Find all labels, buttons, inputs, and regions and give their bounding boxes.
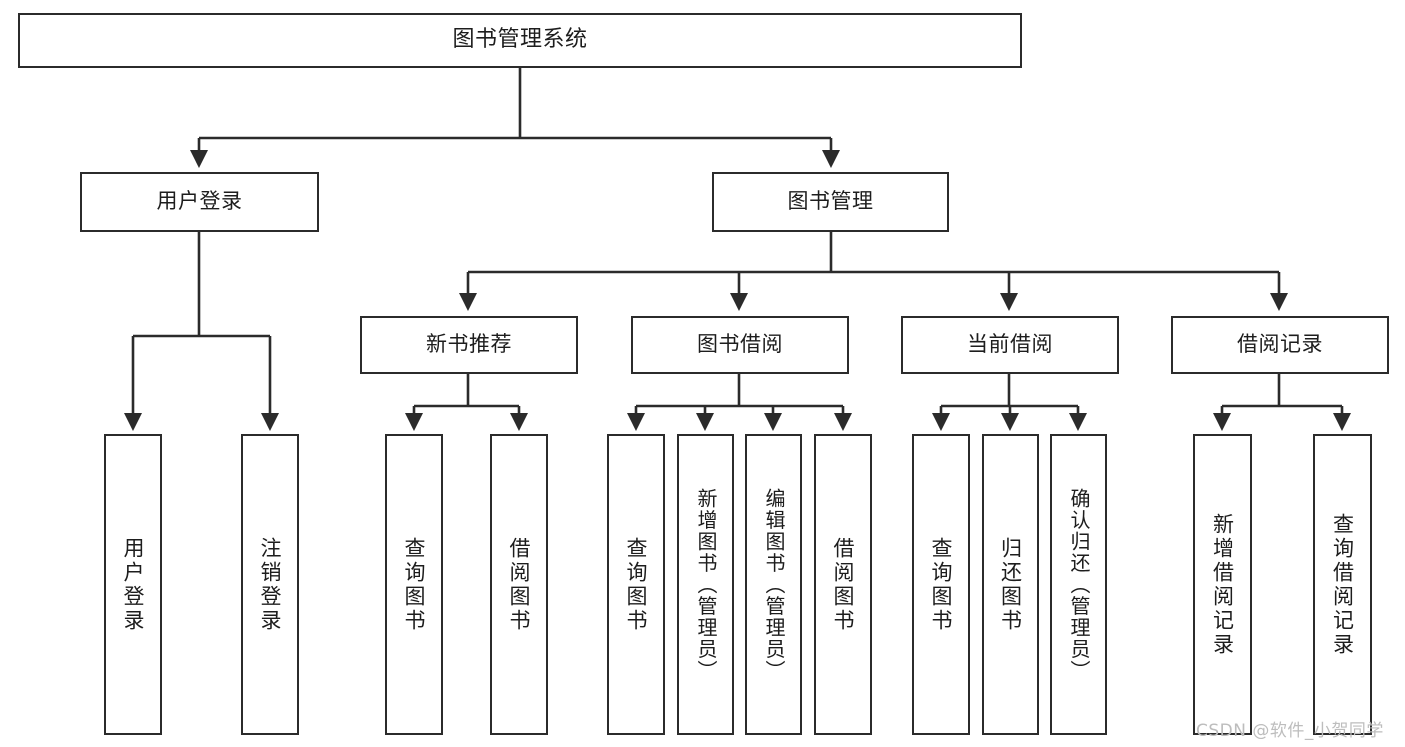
- node-label: 新书推荐: [426, 332, 512, 357]
- leaf-borrow-book[interactable]: 借阅图书: [814, 434, 872, 735]
- node-book-management[interactable]: 图书管理: [712, 172, 949, 232]
- node-label: 图书借阅: [697, 332, 783, 357]
- node-label: 查询借阅记录: [1330, 512, 1355, 657]
- node-label: 借阅图书: [831, 536, 856, 633]
- csdn-watermark: CSDN @软件_小贺同学: [1196, 721, 1384, 741]
- node-label: 图书管理: [787, 189, 874, 214]
- node-label: 用户登录: [156, 189, 243, 214]
- node-book-management-system[interactable]: 图书管理系统: [18, 13, 1022, 68]
- node-current-borrowing[interactable]: 当前借阅: [901, 316, 1119, 374]
- node-label: 借阅记录: [1237, 332, 1323, 357]
- leaf-query-book-current[interactable]: 查询图书: [912, 434, 970, 735]
- node-label: 新增图书（管理员）: [694, 487, 718, 682]
- leaf-query-borrow-record[interactable]: 查询借阅记录: [1313, 434, 1372, 735]
- node-label: 查询图书: [402, 536, 427, 633]
- node-book-borrowing[interactable]: 图书借阅: [631, 316, 849, 374]
- leaf-borrow-book-new[interactable]: 借阅图书: [490, 434, 548, 735]
- node-label: 图书管理系统: [452, 27, 588, 53]
- leaf-user-login[interactable]: 用户登录: [104, 434, 162, 735]
- node-label: 确认归还（管理员）: [1067, 487, 1091, 682]
- node-user-login[interactable]: 用户登录: [80, 172, 319, 232]
- leaf-query-book-borrow[interactable]: 查询图书: [607, 434, 665, 735]
- node-new-book-recommendation[interactable]: 新书推荐: [360, 316, 578, 374]
- leaf-query-book-new[interactable]: 查询图书: [385, 434, 443, 735]
- leaf-add-borrow-record[interactable]: 新增借阅记录: [1193, 434, 1252, 735]
- leaf-confirm-return-admin[interactable]: 确认归还（管理员）: [1050, 434, 1107, 735]
- leaf-logout[interactable]: 注销登录: [241, 434, 299, 735]
- node-label: 借阅图书: [507, 536, 532, 633]
- node-label: 注销登录: [258, 536, 283, 633]
- node-label: 用户登录: [121, 536, 146, 633]
- leaf-add-book-admin[interactable]: 新增图书（管理员）: [677, 434, 734, 735]
- node-label: 新增借阅记录: [1210, 512, 1235, 657]
- node-borrow-records[interactable]: 借阅记录: [1171, 316, 1389, 374]
- leaf-return-book[interactable]: 归还图书: [982, 434, 1039, 735]
- leaf-edit-book-admin[interactable]: 编辑图书（管理员）: [745, 434, 802, 735]
- node-label: 当前借阅: [967, 332, 1053, 357]
- node-label: 查询图书: [929, 536, 954, 633]
- node-label: 查询图书: [624, 536, 649, 633]
- node-label: 编辑图书（管理员）: [762, 487, 786, 682]
- node-label: 归还图书: [998, 536, 1023, 633]
